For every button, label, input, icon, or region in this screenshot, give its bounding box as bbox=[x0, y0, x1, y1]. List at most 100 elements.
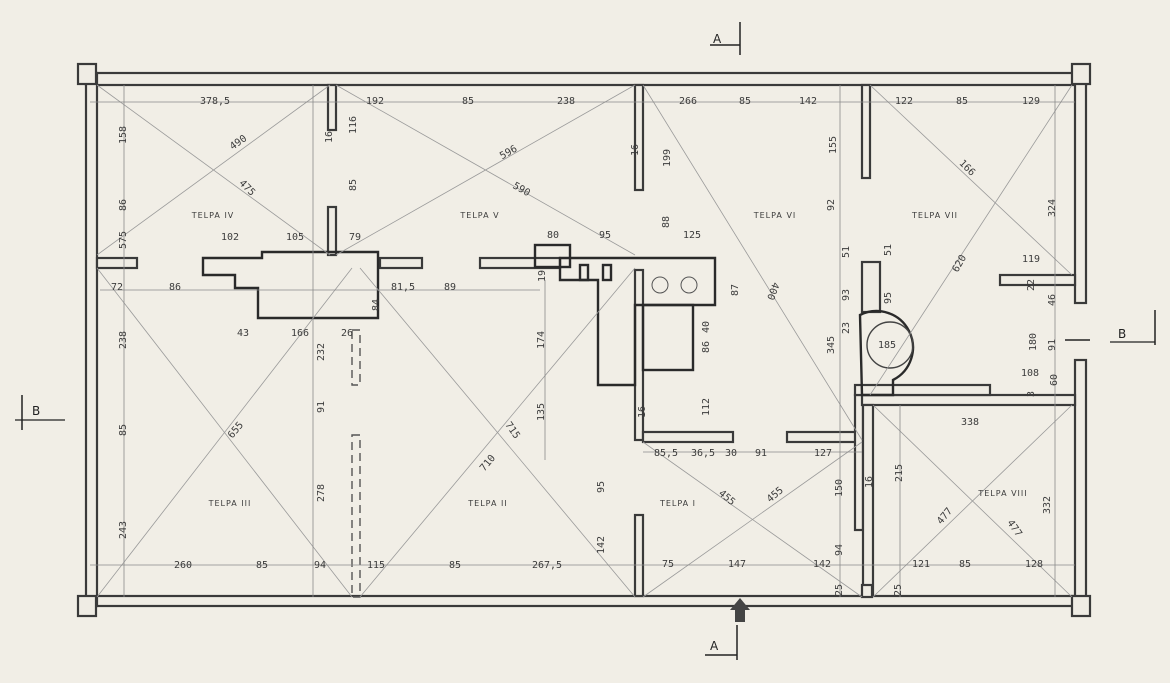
diagonal-dimension-label: 590 bbox=[511, 181, 532, 200]
dimension-label: 232 bbox=[316, 343, 327, 361]
dimension-label: 16 bbox=[864, 476, 875, 488]
dimension-label: 116 bbox=[348, 116, 359, 134]
dimension-label: 46 bbox=[1047, 294, 1058, 306]
dimension-label: 16 bbox=[324, 131, 335, 143]
diagonal-dimension-label: 620 bbox=[951, 253, 970, 274]
room-label: TELPA III bbox=[208, 499, 252, 508]
stove-burner-icon bbox=[680, 276, 698, 294]
dimension-label: 23 bbox=[841, 322, 852, 334]
dimension-label: 85 bbox=[118, 424, 129, 436]
dimension-label: 85 bbox=[449, 560, 461, 571]
dimension-label: 91 bbox=[316, 401, 327, 413]
diagonal-dimension-label: 455 bbox=[716, 488, 737, 508]
diagonal-dimension-label: 166 bbox=[956, 158, 977, 179]
dimension-label: 86 bbox=[118, 199, 129, 211]
dimension-label: 91 bbox=[1047, 339, 1058, 351]
dimension-label: 121 bbox=[912, 559, 930, 570]
section-marker-a-top: A bbox=[710, 22, 741, 55]
dimension-label: 122 bbox=[895, 96, 913, 107]
section-label: A bbox=[710, 639, 719, 653]
dimension-label: 16 bbox=[637, 406, 648, 418]
dimension-label: 102 bbox=[221, 232, 239, 243]
dimension-label: 40 bbox=[701, 321, 712, 333]
dimension-label: 108 bbox=[1021, 368, 1039, 379]
dimension-label: 95 bbox=[883, 292, 894, 304]
dimension-label: 16 bbox=[630, 144, 641, 156]
room-label: TELPA VII bbox=[911, 211, 958, 220]
dimension-label: 22 bbox=[1026, 279, 1037, 291]
dimension-label: 85 bbox=[256, 560, 268, 571]
dimension-label: 338 bbox=[961, 417, 979, 428]
dimension-label: 192 bbox=[366, 96, 384, 107]
dimension-label: 125 bbox=[683, 230, 701, 241]
diagonal-dimension-label: 596 bbox=[498, 144, 519, 163]
dimension-label: 332 bbox=[1042, 496, 1053, 514]
dimension-label: 92 bbox=[826, 199, 837, 211]
dimension-label: 129 bbox=[1022, 96, 1040, 107]
dimension-label: 85 bbox=[462, 96, 474, 107]
dimension-label: 174 bbox=[536, 331, 547, 349]
dimension-label: 85 bbox=[348, 179, 359, 191]
room-label: TELPA VI bbox=[753, 211, 797, 220]
stove-burner-icon bbox=[651, 276, 669, 294]
dimension-label: 266 bbox=[679, 96, 697, 107]
dimension-lines bbox=[90, 85, 1075, 597]
section-label: B bbox=[32, 404, 40, 418]
dimension-label: 95 bbox=[596, 481, 607, 493]
diagonal-dimension-label: 477 bbox=[935, 506, 955, 527]
dimension-label: 155 bbox=[828, 136, 839, 154]
dimension-label: 142 bbox=[813, 559, 831, 570]
dimension-label: 85 bbox=[739, 96, 751, 107]
dimension-label: 324 bbox=[1047, 199, 1058, 217]
dimension-label: 185 bbox=[878, 340, 896, 351]
dimension-label: 199 bbox=[662, 149, 673, 167]
section-label: A bbox=[713, 32, 722, 46]
dimension-label: 85 bbox=[959, 559, 971, 570]
dimension-label: 238 bbox=[557, 96, 575, 107]
dimension-label: 215 bbox=[894, 464, 905, 482]
dimension-label: 127 bbox=[814, 448, 832, 459]
room-diagonals bbox=[96, 84, 1073, 598]
dimension-label: 88 bbox=[661, 216, 672, 228]
diagonal-dimension-label: 455 bbox=[765, 485, 786, 505]
diagonal-dimension-label: 715 bbox=[502, 420, 521, 441]
diagonal-dimension-label: 655 bbox=[226, 420, 246, 441]
dimension-label: 25 bbox=[893, 584, 904, 596]
room-label: TELPA V bbox=[459, 211, 499, 220]
dimension-label: 238 bbox=[118, 331, 129, 349]
dimension-label: 345 bbox=[826, 336, 837, 354]
dimension-label: 43 bbox=[237, 328, 249, 339]
section-marker-b-right: B bbox=[1065, 310, 1156, 345]
diagonal-dimension-label: 710 bbox=[478, 453, 498, 474]
diagonal-dimension-label: 475 bbox=[236, 178, 257, 199]
dimension-label: 180 bbox=[1028, 333, 1039, 351]
dimension-label: 94 bbox=[834, 544, 845, 556]
dimension-label: 86 bbox=[701, 341, 712, 353]
dimension-label: 93 bbox=[841, 289, 852, 301]
dimension-label: 128 bbox=[1025, 559, 1043, 570]
dimension-label: 91 bbox=[755, 448, 767, 459]
dimension-label: 80 bbox=[547, 230, 559, 241]
dimension-label: 30 bbox=[725, 448, 737, 459]
dimension-label: 51 bbox=[883, 244, 894, 256]
dimension-label: 158 bbox=[118, 126, 129, 144]
section-label: B bbox=[1118, 327, 1126, 341]
dimension-label: 267,5 bbox=[532, 560, 562, 571]
dimension-label: 119 bbox=[1022, 254, 1040, 265]
chimney-block bbox=[201, 243, 915, 397]
dimension-label: 95 bbox=[599, 230, 611, 241]
dimension-label: 36,5 bbox=[691, 448, 715, 459]
dimension-label: 142 bbox=[799, 96, 817, 107]
section-marker-b-left: B bbox=[15, 395, 65, 430]
diagonal-dimension-label: 490 bbox=[228, 133, 249, 152]
outer-walls bbox=[76, 62, 1092, 618]
dimension-label: 51 bbox=[841, 246, 852, 258]
dimension-label: 84 bbox=[371, 299, 382, 311]
dimension-label: 115 bbox=[367, 560, 385, 571]
interior-walls bbox=[95, 83, 1077, 599]
dimension-label: 142 bbox=[596, 536, 607, 554]
dimension-label: 81,5 bbox=[391, 282, 415, 293]
room-label: TELPA IV bbox=[191, 211, 235, 220]
room-label: TELPA II bbox=[467, 499, 507, 508]
